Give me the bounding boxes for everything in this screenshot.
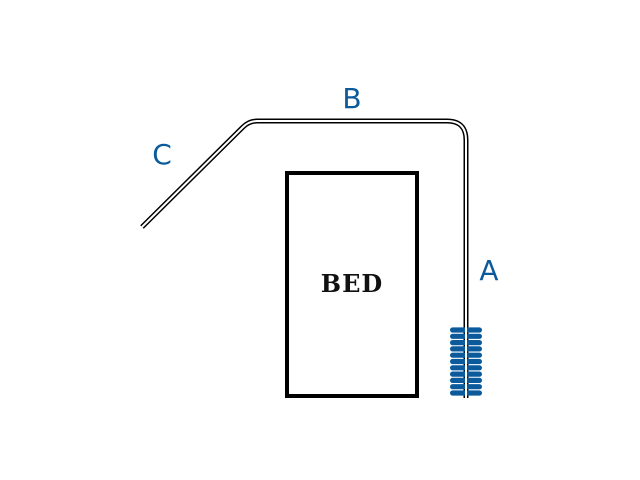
bent-pipe [140,118,469,398]
bent-pipe-core [141,120,467,398]
label-c: C [152,138,172,171]
label-a: A [479,254,498,287]
label-b: B [342,82,361,115]
spring-coil-icon [450,324,482,398]
bed-label: BED [321,269,383,298]
bed-rectangle [285,171,419,398]
